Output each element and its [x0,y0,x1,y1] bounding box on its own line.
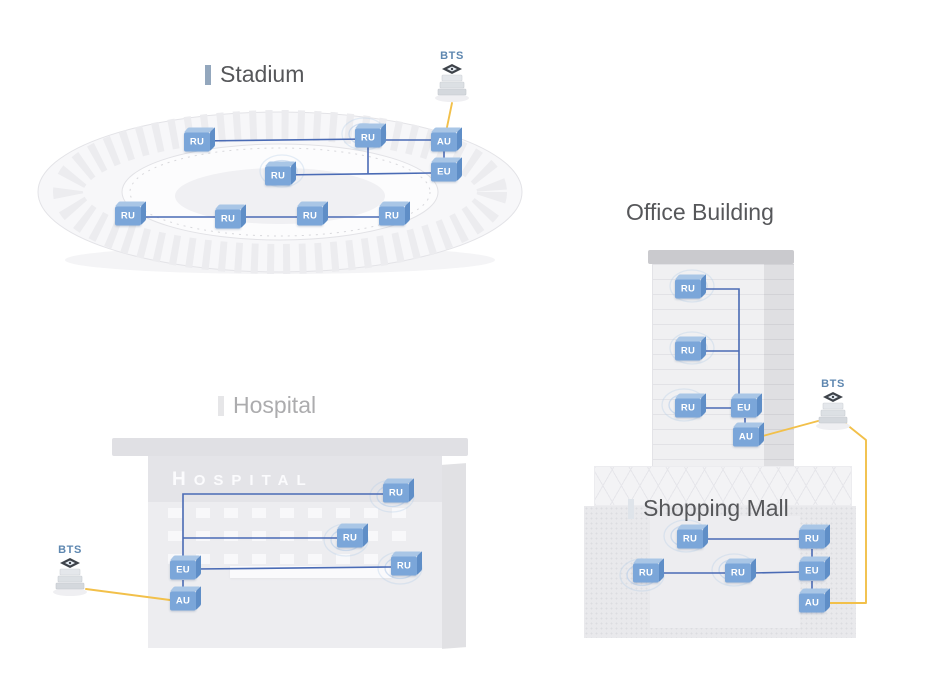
ru-node: RU [675,341,701,361]
ru-node: RU [383,483,409,503]
ru-node: RU [675,398,701,418]
au-node-label: AU [436,136,452,148]
bts-icon [53,558,87,596]
ru-node-label: RU [804,533,820,545]
hospital-windows [168,508,420,564]
eu-node: EU [170,560,196,580]
eu-node: EU [431,162,457,182]
bts-label: BTS [821,378,845,390]
bts-station-hospital: BTS [48,544,92,597]
eu-node-label: EU [737,402,751,414]
ru-node-label: RU [680,345,696,357]
ru-node: RU [799,529,825,549]
ru-node: RU [115,206,141,226]
eu-node-label: EU [437,166,451,178]
ru-node-label: RU [730,567,746,579]
bts-icon [816,392,850,430]
au-node: AU [733,427,759,447]
ru-node-label: RU [384,210,400,222]
ru-node: RU [337,528,363,548]
au-node-label: AU [738,431,754,443]
hospital-roof [112,438,468,456]
ru-node-label: RU [189,136,205,148]
eu-node: EU [731,398,757,418]
ru-node: RU [355,128,381,148]
ru-node-label: RU [396,560,412,572]
office-title-text: Office Building [626,199,774,225]
au-node: AU [170,591,196,611]
title-bar [628,498,634,519]
title-bar [205,64,211,85]
eu-node-label: EU [805,565,819,577]
au-node-label: AU [175,595,191,607]
bts-label: BTS [58,544,82,556]
ru-node-label: RU [220,213,236,225]
bts-station-stadium: BTS [430,50,474,103]
ru-node: RU [391,556,417,576]
office-building-illustration [642,246,802,476]
ru-node-label: RU [682,533,698,545]
ru-node: RU [297,206,323,226]
ru-node-label: RU [270,170,286,182]
hospital-title-text: Hospital [233,392,317,418]
au-node-label: AU [804,597,820,609]
mall-fronthaul-links [659,538,813,593]
ru-node-label: RU [302,210,318,222]
ru-node-label: RU [360,132,376,144]
mall-title: Shopping Mall [628,495,789,522]
ru-node: RU [633,563,659,583]
ru-node: RU [265,166,291,186]
ru-node: RU [184,132,210,152]
title-bar [218,395,224,416]
office-roof [648,250,794,264]
stadium-title: Stadium [205,61,304,88]
mall-title-text: Shopping Mall [643,495,789,521]
ru-node-label: RU [680,283,696,295]
bts-label: BTS [440,50,464,62]
ru-node: RU [215,209,241,229]
hospital-fronthaul-links [182,493,392,591]
ru-node-label: RU [638,567,654,579]
ru-node: RU [677,529,703,549]
stadium-title-text: Stadium [220,61,305,87]
ru-node-label: RU [120,210,136,222]
eu-node: EU [799,561,825,581]
mall-roof [594,466,852,506]
office-title: Office Building [626,199,774,226]
bts-station-office-mall: BTS [811,378,855,431]
hospital-title: Hospital [218,392,316,419]
ru-node: RU [379,206,405,226]
ru-node-label: RU [680,402,696,414]
hospital-sign-text: HOSPITAL [172,469,314,490]
ru-node-label: RU [342,532,358,544]
au-node: AU [799,593,825,613]
au-node: AU [431,132,457,152]
bts-backhaul-links [85,102,867,604]
bts-icon [435,64,469,102]
ru-node: RU [725,563,751,583]
eu-node-label: EU [176,564,190,576]
ru-node-label: RU [388,487,404,499]
ru-node: RU [675,279,701,299]
